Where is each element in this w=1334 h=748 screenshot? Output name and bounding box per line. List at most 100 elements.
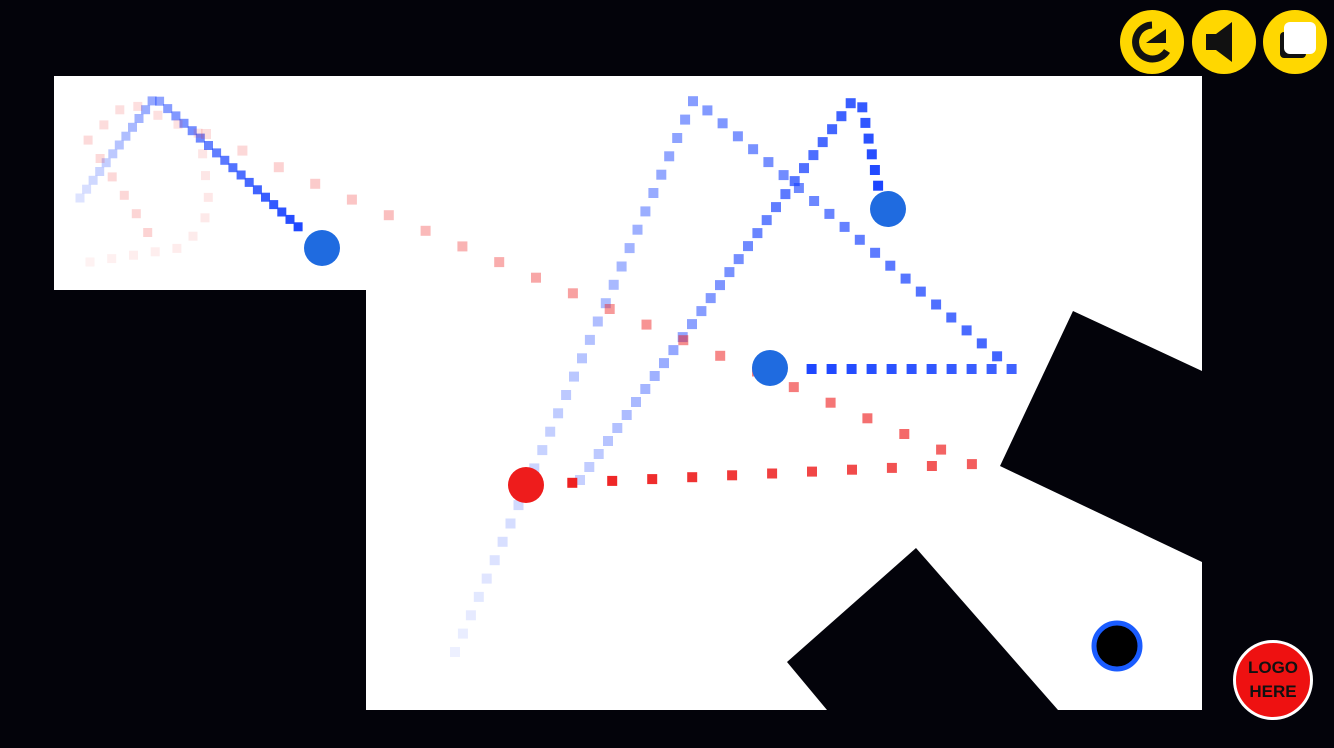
trail-dot <box>839 221 850 232</box>
trail-dot <box>632 224 643 235</box>
trail-dot <box>621 410 632 420</box>
trail-dot <box>631 397 641 407</box>
blue-ball-2[interactable] <box>870 191 906 227</box>
speaker-icon <box>1206 22 1232 62</box>
trail-dot <box>179 118 189 128</box>
trail-dot <box>603 436 613 446</box>
fullscreen-button[interactable] <box>1263 10 1327 74</box>
logo-badge[interactable]: LOGO HERE <box>1233 640 1313 720</box>
trail-dot <box>107 254 117 264</box>
trail-dot <box>561 390 572 400</box>
trail-dot <box>866 364 877 374</box>
window-icon <box>1280 22 1316 58</box>
trail-dot <box>310 178 321 189</box>
trail-dot <box>489 555 500 566</box>
trail-dot <box>95 154 105 163</box>
blue-ball-3[interactable] <box>752 350 788 386</box>
trail-dot <box>75 193 85 203</box>
trail-dot <box>733 254 744 265</box>
trail-dot <box>143 228 153 237</box>
trail-dot <box>616 261 627 272</box>
trail-dot <box>212 148 222 158</box>
trail-dot <box>569 371 579 382</box>
trail-dot <box>187 126 197 136</box>
trail-dot <box>575 475 585 485</box>
trail-dot <box>845 98 856 109</box>
trail-dot <box>607 475 618 486</box>
trail-dot <box>134 114 144 123</box>
trail-dot <box>101 158 111 168</box>
trail-dot <box>678 335 689 346</box>
trail-dot <box>85 257 95 267</box>
trail-dot <box>817 137 828 148</box>
red-ball[interactable] <box>508 467 544 503</box>
trail-dot <box>285 214 295 224</box>
trail-dot <box>383 210 394 221</box>
trail-dot <box>648 188 659 198</box>
trail-dot <box>593 449 604 459</box>
trail-dot <box>420 225 431 236</box>
trail-dot <box>200 213 210 223</box>
trail-dot <box>529 463 540 474</box>
trail-dot <box>128 122 137 132</box>
trail-dot <box>252 185 262 195</box>
trail-dot <box>761 215 772 226</box>
trail-dot <box>649 371 660 381</box>
trail-dot <box>641 319 652 330</box>
arena-floor <box>54 76 1202 710</box>
restart-button[interactable] <box>1120 10 1184 74</box>
trail-dot <box>866 149 877 160</box>
trail-dot <box>473 591 484 602</box>
trail-dot <box>931 299 942 310</box>
trail-dot <box>647 474 658 485</box>
sound-button[interactable] <box>1192 10 1256 74</box>
trail-dot <box>198 149 208 159</box>
trail-dot <box>261 192 270 202</box>
trail-dot <box>195 133 205 143</box>
trail-dot <box>926 364 937 374</box>
trail-dot <box>604 304 615 314</box>
logo-text-line2: HERE <box>1249 682 1297 701</box>
trail-dot <box>201 129 211 139</box>
obstacle-right <box>1000 311 1202 562</box>
trail-dot <box>640 384 651 394</box>
trail-dot <box>886 462 897 473</box>
trail-dot <box>293 222 303 232</box>
trail-dot <box>531 272 541 283</box>
trail-dot <box>854 234 865 245</box>
trail-dot <box>608 279 619 290</box>
trail-dot <box>141 105 151 115</box>
trail-dot <box>640 206 651 217</box>
trail-dot <box>788 382 799 393</box>
trail-dot <box>900 273 911 284</box>
blue-ball-1[interactable] <box>304 230 340 266</box>
trail-dot <box>204 141 213 150</box>
trail-dot <box>688 96 698 107</box>
trail-dot <box>687 472 698 483</box>
trail-dot <box>809 196 820 206</box>
trail-dot <box>825 397 836 408</box>
trail-dot <box>732 131 743 142</box>
trail-dot <box>687 319 697 330</box>
ball-trails <box>75 96 1017 657</box>
trail-dot <box>771 202 781 213</box>
trail-dot <box>793 183 804 193</box>
trail-dot <box>860 117 871 128</box>
goal-hole[interactable] <box>1091 620 1143 672</box>
trail-dot <box>767 468 778 479</box>
trail-dot <box>584 462 595 472</box>
trail-dot <box>763 157 774 168</box>
trail-dot <box>724 267 735 278</box>
trail-dot <box>806 364 817 374</box>
logo-text-line1: LOGO <box>1247 658 1299 677</box>
trail-dot <box>584 334 595 345</box>
trail-dot <box>886 364 897 374</box>
trail-dot <box>513 500 524 511</box>
trail-dot <box>203 192 213 202</box>
trail-dot <box>147 96 157 106</box>
trail-dot <box>129 250 138 260</box>
trail-dot <box>857 102 868 113</box>
trail-dot <box>680 114 691 125</box>
trail-dot <box>107 172 117 182</box>
